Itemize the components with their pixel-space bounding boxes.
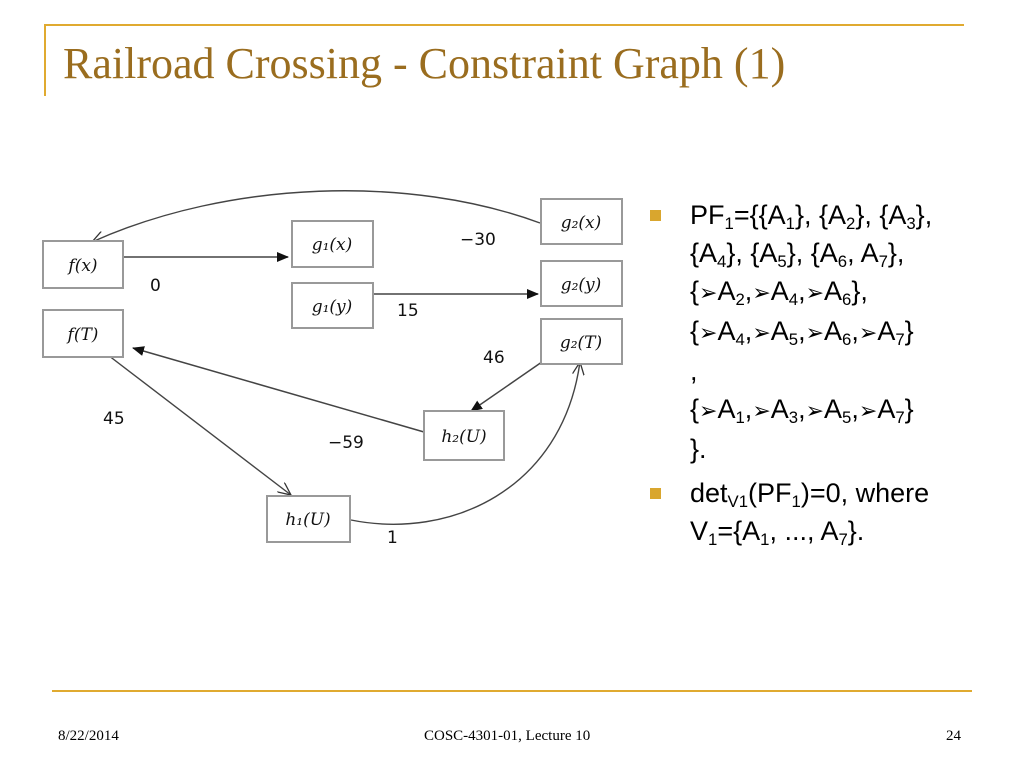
footer-course: COSC-4301-01, Lecture 10	[424, 728, 591, 744]
node-f-T: f(T)	[42, 309, 124, 358]
title-left-rule	[44, 24, 46, 96]
bullet-pf1-line5: ,	[690, 356, 698, 386]
node-g2-T: g₂(T)	[540, 318, 623, 365]
footer-date: 8/22/2014	[58, 728, 119, 744]
arrow-icon: ➢	[752, 398, 771, 423]
arrow-icon: ➢	[858, 398, 878, 423]
node-h2-U: h₂(U)	[423, 410, 505, 461]
arrow-icon: ➢	[805, 320, 825, 345]
bullet-det-line2: V1={A1, ..., A7}.	[690, 516, 865, 550]
svg-text:g₁(x): g₁(x)	[312, 235, 353, 255]
edge-label-fx-g1x: 0	[150, 276, 161, 296]
edge-g2T-h2U	[470, 354, 553, 412]
svg-text:f(x): f(x)	[66, 256, 97, 276]
edge-g2x-fx	[92, 190, 541, 242]
edge-label-fT-h1U: 45	[103, 409, 125, 429]
arrow-icon: ➢	[699, 280, 718, 305]
bullet-pf1-line6: {➢A1,➢A3,➢A5,➢A7}	[690, 394, 914, 428]
bullet-pf1-line2: {A4}, {A5}, {A6, A7},	[690, 238, 905, 272]
edge-label-g2T-h2U: 46	[483, 348, 505, 368]
bullet-pf1: PF1={{A1}, {A2}, {A3}, {A4}, {A5}, {A6, …	[650, 196, 1012, 468]
node-f-x: f(x)	[42, 240, 124, 289]
footer-rule	[52, 690, 972, 692]
edge-label-g1y-g2y: 15	[397, 301, 419, 321]
svg-text:g₂(x): g₂(x)	[561, 213, 602, 233]
edge-h2U-fT	[132, 346, 425, 433]
constraint-graph: f(x) f(T) g₁(x) g₁(y) g₂(x) g₂(y) g₂(T)	[42, 190, 623, 548]
slide-title: Railroad Crossing - Constraint Graph (1)	[63, 39, 786, 88]
bullet-det: detV1(PF1)=0, where V1={A1, ..., A7}.	[650, 474, 1012, 550]
bullet-pf1-line4: {➢A4,➢A5,➢A6,➢A7}	[690, 316, 914, 350]
svg-text:g₂(T): g₂(T)	[560, 333, 602, 353]
node-g1-y: g₁(y)	[291, 282, 374, 329]
arrow-icon: ➢	[805, 280, 825, 305]
node-g2-y: g₂(y)	[540, 260, 623, 307]
arrow-icon: ➢	[805, 398, 825, 423]
edge-label-h1U-g2T: 1	[387, 528, 398, 548]
bullet-list: PF1={{A1}, {A2}, {A3}, {A4}, {A5}, {A6, …	[650, 196, 1012, 556]
arrow-icon: ➢	[699, 398, 718, 423]
bullet-marker	[650, 210, 661, 221]
page-number: 24	[946, 728, 961, 744]
svg-text:f(T): f(T)	[66, 325, 99, 345]
edge-label-g2x-fx: −30	[460, 230, 496, 250]
edge-label-h2U-fT: −59	[328, 433, 364, 453]
svg-text:g₂(y): g₂(y)	[561, 275, 602, 295]
node-g2-x: g₂(x)	[540, 198, 623, 245]
bullet-det-line1: detV1(PF1)=0, where	[690, 478, 930, 512]
arrow-icon: ➢	[752, 320, 771, 345]
node-g1-x: g₁(x)	[291, 220, 374, 268]
svg-text:g₁(y): g₁(y)	[312, 297, 353, 317]
svg-text:h₁(U): h₁(U)	[285, 510, 330, 530]
title-top-rule	[44, 24, 964, 26]
bullet-pf1-line1: PF1={{A1}, {A2}, {A3},	[690, 200, 933, 234]
node-h1-U: h₁(U)	[266, 495, 351, 543]
arrow-icon: ➢	[699, 320, 718, 345]
svg-text:h₂(U): h₂(U)	[441, 427, 486, 447]
arrow-icon: ➢	[752, 280, 771, 305]
edge-h1U-g2T	[350, 362, 580, 525]
bullet-marker	[650, 488, 661, 499]
bullet-pf1-line3: {➢A2,➢A4,➢A6},	[690, 276, 868, 310]
edge-fT-h1U	[103, 351, 291, 495]
arrow-icon: ➢	[858, 320, 878, 345]
bullet-pf1-line7: }.	[690, 434, 707, 464]
